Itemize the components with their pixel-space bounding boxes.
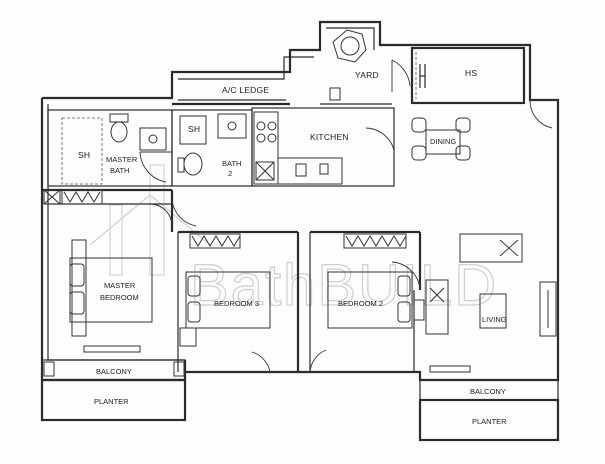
living-window xyxy=(429,365,471,373)
bath2-label-1: BATH xyxy=(222,159,241,168)
master-bedside xyxy=(71,239,87,337)
bath-2-zone: SH BATH 2 xyxy=(171,109,253,187)
kitchen-label: KITCHEN xyxy=(310,132,349,142)
corridor-door-arc xyxy=(171,199,197,227)
bedroom3-wardrobe xyxy=(189,233,241,249)
master-toilet xyxy=(110,121,128,143)
master-bedroom-label-1: MASTER xyxy=(104,281,136,290)
living-label: LIVING xyxy=(482,315,507,324)
sh-bath2-label: SH xyxy=(188,124,200,134)
washing-machine xyxy=(332,29,367,63)
living-sofa-top xyxy=(459,233,523,263)
yard-zone: YARD xyxy=(320,27,411,105)
living-door-arc xyxy=(391,261,421,291)
dining-table xyxy=(425,129,461,155)
master-toilet-tank xyxy=(109,113,129,123)
yard-label: YARD xyxy=(355,70,379,80)
interior-walls xyxy=(42,188,422,372)
kitchen-door xyxy=(365,120,395,151)
living-armchair xyxy=(425,279,449,335)
hob-2 xyxy=(267,121,277,131)
yard-sink xyxy=(329,87,341,101)
living-zone: LIVING xyxy=(425,233,557,373)
master-wardrobe xyxy=(43,189,103,205)
master-basin xyxy=(139,127,167,151)
kitchen-counter-bottom xyxy=(277,157,343,185)
balcony-right-label: BALCONY xyxy=(470,387,506,396)
bedroom-3-zone: BEDROOM 3 xyxy=(179,233,271,373)
ac-ledge-label: A/C LEDGE xyxy=(222,85,269,95)
watermark-text: BathBUILD xyxy=(190,253,498,318)
master-bath-label-1: MASTER xyxy=(106,155,138,164)
bedroom-2-zone: BEDROOM 2 xyxy=(309,233,425,373)
kitchen-counter-left xyxy=(253,111,279,185)
kitchen-sink xyxy=(295,163,307,177)
master-window xyxy=(83,345,141,353)
watermark-house-logo xyxy=(89,164,211,276)
hs-label: HS xyxy=(465,68,477,78)
left-balcony-zone: BALCONY PLANTER xyxy=(40,359,187,422)
sh-master-label: SH xyxy=(78,150,90,160)
master-bedroom-label-2: BEDROOM xyxy=(100,293,139,302)
coffee-table xyxy=(479,293,507,329)
master-bath-label-2: BATH xyxy=(110,166,129,175)
hob-1 xyxy=(256,121,266,131)
bath2-toilet xyxy=(183,152,203,176)
hob-3 xyxy=(256,133,266,143)
right-balcony-zone: BALCONY PLANTER xyxy=(418,379,560,442)
planter-left-label: PLANTER xyxy=(94,397,129,406)
tv-console xyxy=(539,281,557,337)
kitchen-zone: KITCHEN xyxy=(251,107,395,187)
master-bedroom-zone: MASTER BEDROOM xyxy=(69,203,173,353)
bedroom2-wardrobe xyxy=(343,233,407,249)
bath2-label-2: 2 xyxy=(228,169,232,178)
master-bed xyxy=(69,257,153,323)
household-shelter: HS xyxy=(410,46,526,105)
bedroom3-label: BEDROOM 3 xyxy=(214,299,259,308)
dining-zone: DINING xyxy=(411,99,558,161)
hob-4 xyxy=(267,133,277,143)
bedroom2-label: BEDROOM 2 xyxy=(338,299,383,308)
master-bath-zone: SH MASTER BATH xyxy=(47,109,173,187)
bath2-basin xyxy=(217,113,247,139)
ac-ledge-zone: A/C LEDGE xyxy=(172,85,290,106)
balcony-left-label: BALCONY xyxy=(96,367,132,376)
planter-right-label: PLANTER xyxy=(472,417,507,426)
bedroom3-bed xyxy=(185,271,271,329)
yard-door xyxy=(391,59,411,92)
exterior-walls xyxy=(40,20,560,382)
bedroom2-bed xyxy=(327,271,413,329)
dining-label: DINING xyxy=(430,137,456,146)
